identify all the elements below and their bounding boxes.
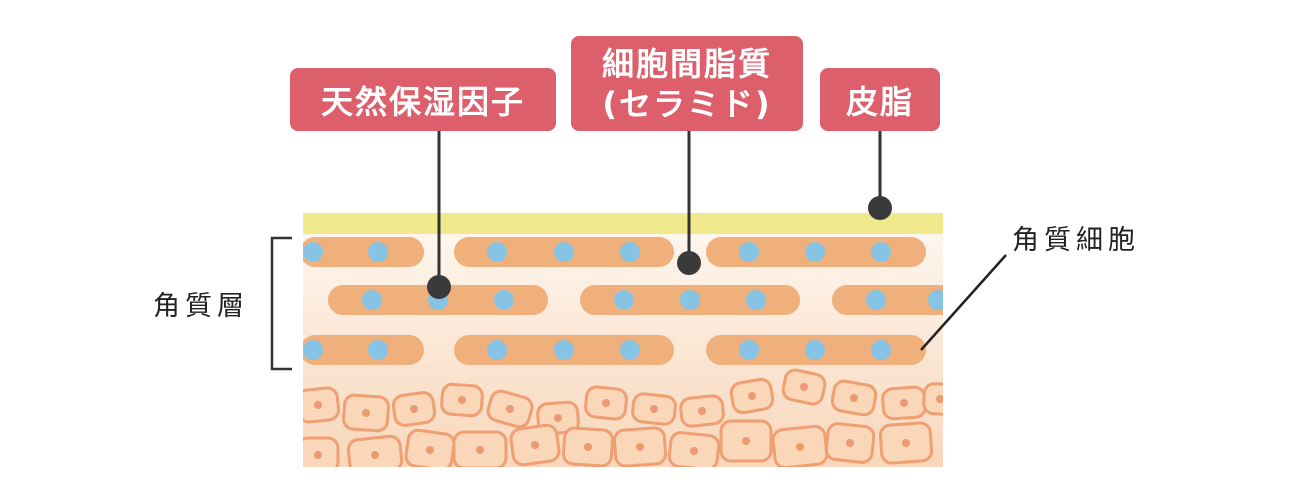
cell-nucleus [602,399,610,407]
moisture-dot [805,340,825,360]
sebum-label-text: 皮脂 [845,82,914,121]
stratum-bracket [270,236,292,371]
ceramide-label: 細胞間脂質 (セラミド) [571,36,803,131]
nmf-label-text: 天然保湿因子 [320,82,525,121]
moisture-dot [487,340,507,360]
cell-nucleus [476,446,484,454]
corneocyte-label: 角質細胞 [1012,225,1140,256]
moisture-dot [805,242,825,262]
ceramide-label-line1: 細胞間脂質 [601,44,772,83]
moisture-dot [614,290,634,310]
moisture-dot [620,340,640,360]
cell-nucleus [796,443,804,451]
moisture-dot [494,290,514,310]
cell-nucleus [554,414,562,422]
cell-nucleus [850,394,858,402]
cell-nucleus [800,383,808,391]
moisture-dot [554,340,574,360]
corneocyte-cell [832,285,943,315]
moisture-dot [739,340,759,360]
cell-nucleus [650,405,658,413]
sebum-label: 皮脂 [820,68,940,131]
moisture-dot [303,340,323,360]
cell-nucleus [506,405,514,413]
corneocyte-leader-line [920,254,1007,351]
nmf-label: 天然保湿因子 [290,68,556,131]
cell-nucleus [690,447,698,455]
moisture-dot [746,290,766,310]
ceramide-leader-dot [677,251,701,275]
cell-nucleus [936,395,943,403]
cell-nucleus [902,439,910,447]
sebum-layer [303,213,943,234]
cell-nucleus [371,451,379,459]
cell-nucleus [410,405,418,413]
moisture-dot [871,242,891,262]
cell-nucleus [426,446,434,454]
stratum-corneum-label: 角質層 [153,291,249,322]
moisture-dot [739,242,759,262]
cell-nucleus [362,409,370,417]
moisture-dot [368,242,388,262]
moisture-dot [620,242,640,262]
moisture-dot [871,340,891,360]
moisture-dot [368,340,388,360]
moisture-dot [554,242,574,262]
cell-nucleus [698,407,706,415]
cell-nucleus [742,437,750,445]
cell-nucleus [900,399,908,407]
corneocyte-cell [303,335,424,365]
cell-nucleus [846,439,854,447]
moisture-dots [303,242,943,360]
moisture-dot [303,242,323,262]
sebum-leader-dot [868,196,892,220]
moisture-dot [362,290,382,310]
epidermal-cells [303,368,943,467]
moisture-dot [928,290,943,310]
cell-nucleus [636,443,644,451]
ceramide-label-line2: (セラミド) [602,84,772,123]
cell-nucleus [748,392,756,400]
moisture-dot [866,290,886,310]
moisture-dot [487,242,507,262]
cell-nucleus [458,396,466,404]
cell-nucleus [584,443,592,451]
moisture-dot [680,290,700,310]
cell-nucleus [314,451,322,459]
cell-nucleus [314,401,322,409]
corneocyte-cell [303,237,424,267]
cell-nucleus [531,441,539,449]
nmf-leader-dot [427,275,451,299]
